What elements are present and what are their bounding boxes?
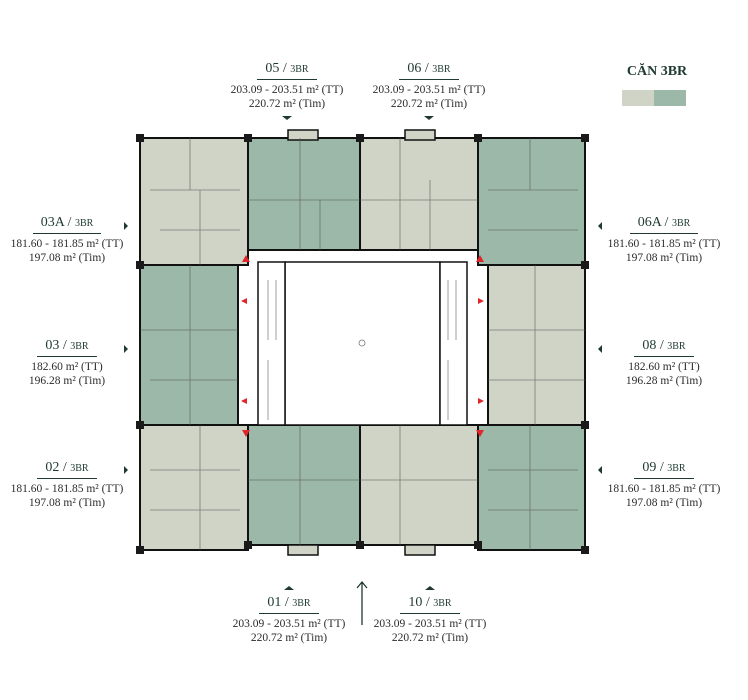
unit-label-08[interactable]: 08 / 3BR 182.60 m² (TT) 196.28 m² (Tim) [589, 339, 739, 388]
unit-area-tim: 196.28 m² (Tim) [625, 375, 703, 387]
unit-type: 3BR [290, 64, 309, 75]
pointer-arrows [124, 116, 602, 590]
unit-area-tt: 181.60 - 181.85 m² (TT) [607, 238, 721, 250]
unit-area-tim: 196.28 m² (Tim) [28, 375, 106, 387]
unit-id: 06A [637, 215, 662, 230]
unit-area-tt: 203.09 - 203.51 m² (TT) [372, 84, 486, 96]
interior-walls [140, 138, 585, 550]
unit-02-area[interactable] [139, 424, 249, 551]
stair-core-left [257, 261, 286, 426]
unit-label-05[interactable]: 05 / 3BR 203.09 - 203.51 m² (TT) 220.72 … [212, 62, 362, 111]
entrance-arrow-icon [356, 580, 368, 625]
unit-01-area[interactable] [247, 424, 361, 546]
balcony-bottom-01 [287, 544, 319, 556]
unit-label-01[interactable]: 01 / 3BR 203.09 - 203.51 m² (TT) 220.72 … [214, 596, 364, 645]
unit-area-tim: 220.72 m² (Tim) [250, 632, 328, 644]
unit-id: 02 [45, 460, 60, 475]
unit-10-area[interactable] [359, 424, 479, 546]
unit-area-tim: 197.08 m² (Tim) [28, 497, 106, 509]
unit-id: 10 [408, 595, 423, 610]
entrance-arrows [241, 255, 484, 437]
unit-type: 3BR [433, 598, 452, 609]
unit-09-area[interactable] [477, 424, 586, 551]
unit-area-tt: 203.09 - 203.51 m² (TT) [373, 618, 487, 630]
unit-id: 06 [407, 61, 422, 76]
unit-id: 01 [267, 595, 282, 610]
unit-label-10[interactable]: 10 / 3BR 203.09 - 203.51 m² (TT) 220.72 … [355, 596, 505, 645]
unit-area-tim: 220.72 m² (Tim) [248, 98, 326, 110]
unit-area-tt: 181.60 - 181.85 m² (TT) [10, 483, 124, 495]
unit-03A-area[interactable] [139, 137, 249, 266]
unit-type: 3BR [671, 218, 691, 229]
unit-type: 3BR [667, 463, 686, 474]
unit-label-02[interactable]: 02 / 3BR 181.60 - 181.85 m² (TT) 197.08 … [0, 461, 142, 510]
unit-area-tim: 197.08 m² (Tim) [625, 497, 703, 509]
unit-03-area[interactable] [139, 264, 239, 426]
balcony-top-05 [287, 129, 319, 141]
unit-label-06A[interactable]: 06A / 3BR 181.60 - 181.85 m² (TT) 197.08… [589, 216, 739, 265]
unit-id: 05 [265, 61, 280, 76]
unit-area-tt: 182.60 m² (TT) [31, 361, 103, 373]
unit-id: 03 [45, 338, 60, 353]
unit-area-tim: 220.72 m² (Tim) [390, 98, 468, 110]
unit-type: 3BR [667, 341, 686, 352]
unit-06-area[interactable] [359, 137, 479, 251]
courtyard [284, 261, 441, 426]
unit-type: 3BR [74, 218, 94, 229]
unit-area-tt: 203.09 - 203.51 m² (TT) [230, 84, 344, 96]
legend-swatch-dark [654, 90, 686, 106]
stair-core-right [439, 261, 468, 426]
unit-id: 09 [642, 460, 657, 475]
legend: CĂN 3BR [622, 64, 692, 106]
unit-type: 3BR [432, 64, 451, 75]
unit-id: 08 [642, 338, 657, 353]
unit-id: 03A [40, 215, 65, 230]
legend-title: CĂN 3BR [626, 64, 688, 79]
unit-area-tim: 197.08 m² (Tim) [28, 252, 106, 264]
unit-area-tt: 181.60 - 181.85 m² (TT) [607, 483, 721, 495]
unit-type: 3BR [70, 341, 89, 352]
balcony-bottom-10 [404, 544, 436, 556]
unit-05-area[interactable] [247, 137, 361, 251]
courtyard-marker [358, 339, 366, 347]
unit-area-tt: 182.60 m² (TT) [628, 361, 700, 373]
unit-area-tim: 197.08 m² (Tim) [625, 252, 703, 264]
legend-swatch-light [622, 90, 654, 106]
unit-label-06[interactable]: 06 / 3BR 203.09 - 203.51 m² (TT) 220.72 … [354, 62, 504, 111]
unit-08-area[interactable] [487, 264, 586, 426]
columns [136, 134, 589, 554]
unit-label-03[interactable]: 03 / 3BR 182.60 m² (TT) 196.28 m² (Tim) [0, 339, 142, 388]
unit-area-tt: 203.09 - 203.51 m² (TT) [232, 618, 346, 630]
unit-06A-area[interactable] [477, 137, 586, 266]
unit-area-tim: 220.72 m² (Tim) [391, 632, 469, 644]
unit-label-03A[interactable]: 03A / 3BR 181.60 - 181.85 m² (TT) 197.08… [0, 216, 142, 265]
unit-label-09[interactable]: 09 / 3BR 181.60 - 181.85 m² (TT) 197.08 … [589, 461, 739, 510]
unit-area-tt: 181.60 - 181.85 m² (TT) [10, 238, 124, 250]
balcony-top-06 [404, 129, 436, 141]
unit-type: 3BR [70, 463, 89, 474]
unit-type: 3BR [292, 598, 311, 609]
